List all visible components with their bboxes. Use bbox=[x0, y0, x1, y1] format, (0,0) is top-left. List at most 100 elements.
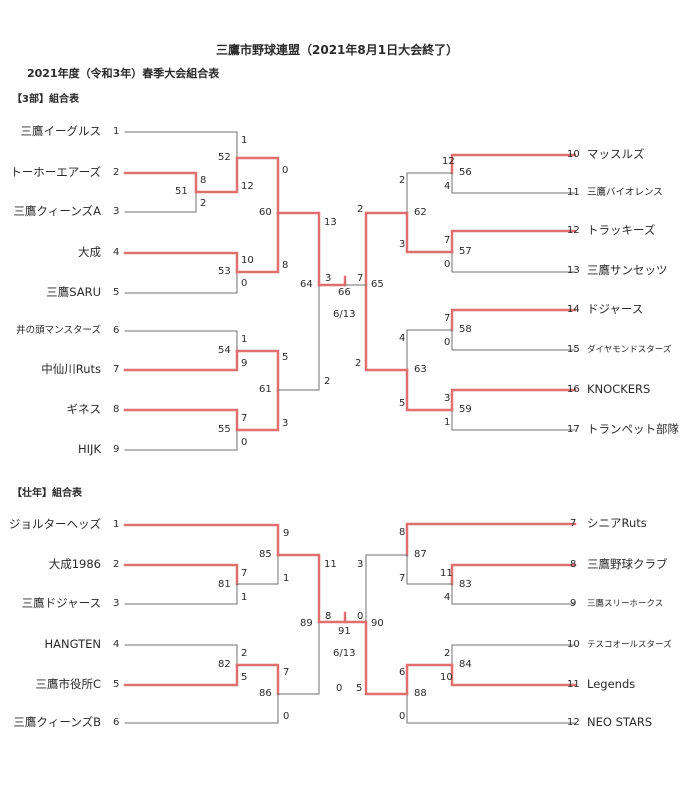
score: 10 bbox=[241, 255, 254, 266]
team-name: ダイヤモンドスターズ bbox=[587, 345, 672, 355]
game-number: 62 bbox=[414, 207, 427, 218]
match-date: 6/13 bbox=[333, 648, 356, 659]
score: 2 bbox=[241, 648, 248, 659]
score: 3 bbox=[357, 559, 364, 570]
team-seed: 11 bbox=[567, 187, 580, 198]
score: 8 bbox=[399, 527, 406, 538]
game-number: 84 bbox=[459, 659, 472, 670]
team-seed: 14 bbox=[567, 304, 580, 315]
score: 7 bbox=[241, 413, 248, 424]
team-seed: 12 bbox=[567, 717, 580, 728]
div3-left-lines bbox=[123, 131, 347, 451]
score: 12 bbox=[241, 181, 254, 192]
game-number: 57 bbox=[459, 246, 472, 257]
score: 7 bbox=[444, 313, 451, 324]
score: 1 bbox=[241, 592, 248, 603]
game-number: 82 bbox=[218, 659, 231, 670]
game-number: 65 bbox=[371, 279, 384, 290]
game-number: 63 bbox=[414, 364, 427, 375]
team-seed: 5 bbox=[113, 287, 120, 298]
team-name: 大成1986 bbox=[48, 557, 101, 571]
team-name: 三鷹クィーンズB bbox=[13, 715, 101, 729]
game-number: 64 bbox=[300, 279, 313, 290]
team-seed: 1 bbox=[113, 126, 120, 137]
game-number: 52 bbox=[218, 152, 231, 163]
score: 9 bbox=[241, 358, 248, 369]
team-name: 三鷹クィーンズA bbox=[13, 204, 101, 218]
game-number: 91 bbox=[338, 626, 351, 637]
team-name: 井の頭マンスターズ bbox=[16, 325, 101, 336]
score: 4 bbox=[444, 592, 451, 603]
game-number: 81 bbox=[218, 579, 231, 590]
page-subtitle: 2021年度（令和3年）春季大会組合表 bbox=[27, 67, 220, 80]
game-number: 61 bbox=[259, 384, 272, 395]
team-name: 三鷹イーグルス bbox=[20, 124, 102, 138]
score: 9 bbox=[283, 528, 290, 539]
team-name: 大成 bbox=[78, 245, 101, 259]
team-seed: 7 bbox=[570, 518, 577, 529]
team-name: 三鷹サンセッツ bbox=[587, 263, 668, 277]
team-name: KNOCKERS bbox=[587, 382, 651, 396]
team-name: 三鷹スリーホークス bbox=[587, 599, 664, 609]
team-seed: 4 bbox=[113, 639, 120, 650]
senior-heading: 【壮年】組合表 bbox=[12, 488, 82, 499]
score: 1 bbox=[241, 334, 248, 345]
team-name: 中仙川Ruts bbox=[41, 362, 101, 376]
team-seed: 12 bbox=[567, 225, 580, 236]
score: 0 bbox=[241, 278, 248, 289]
game-number: 55 bbox=[218, 424, 231, 435]
team-name: NEO STARS bbox=[587, 715, 653, 729]
score: 3 bbox=[399, 239, 406, 250]
senior-left-lines bbox=[123, 523, 347, 724]
score: 13 bbox=[324, 217, 337, 228]
score: 2 bbox=[200, 198, 207, 209]
score: 12 bbox=[442, 156, 455, 167]
score: 2 bbox=[444, 648, 451, 659]
score: 7 bbox=[283, 667, 290, 678]
game-number: 51 bbox=[175, 186, 188, 197]
team-seed: 8 bbox=[113, 404, 120, 415]
score: 5 bbox=[241, 672, 248, 683]
team-name: テスコオールスターズ bbox=[587, 640, 672, 650]
team-seed: 1 bbox=[113, 519, 120, 530]
game-number: 90 bbox=[371, 618, 384, 629]
score: 4 bbox=[399, 333, 406, 344]
team-name: ギネス bbox=[66, 402, 102, 416]
score: 7 bbox=[399, 573, 406, 584]
team-seed: 11 bbox=[567, 679, 580, 690]
team-seed: 2 bbox=[113, 559, 120, 570]
score: 8 bbox=[282, 260, 289, 271]
score: 2 bbox=[399, 175, 406, 186]
team-name: トラッキーズ bbox=[587, 223, 656, 237]
team-name: 三鷹SARU bbox=[46, 285, 101, 299]
score: 4 bbox=[444, 181, 451, 192]
team-seed: 3 bbox=[113, 598, 120, 609]
team-seed: 15 bbox=[567, 344, 580, 355]
senior-right-lines bbox=[343, 522, 577, 724]
score: 0 bbox=[241, 437, 248, 448]
score: 7 bbox=[357, 273, 364, 284]
game-number: 89 bbox=[300, 618, 313, 629]
page-title: 三鷹市野球連盟（2021年8月1日大会終了） bbox=[216, 43, 459, 57]
team-name: 三鷹市役所C bbox=[35, 677, 101, 691]
team-name: 三鷹野球クラブ bbox=[587, 557, 668, 571]
score: 1 bbox=[241, 135, 248, 146]
score: 1 bbox=[444, 417, 451, 428]
score: 3 bbox=[325, 273, 332, 284]
score: 6 bbox=[399, 667, 406, 678]
score: 3 bbox=[444, 393, 451, 404]
team-name: HANGTEN bbox=[44, 637, 101, 651]
game-number: 56 bbox=[459, 167, 472, 178]
team-seed: 7 bbox=[113, 364, 120, 375]
score: 0 bbox=[282, 165, 289, 176]
div3-heading: 【3部】組合表 bbox=[12, 94, 79, 105]
team-seed: 10 bbox=[567, 149, 580, 160]
team-seed: 6 bbox=[113, 325, 120, 336]
team-name: シニアRuts bbox=[587, 516, 647, 530]
game-number: 59 bbox=[459, 404, 472, 415]
score: 11 bbox=[324, 559, 337, 570]
score: 10 bbox=[440, 672, 453, 683]
team-name: HIJK bbox=[78, 442, 101, 456]
